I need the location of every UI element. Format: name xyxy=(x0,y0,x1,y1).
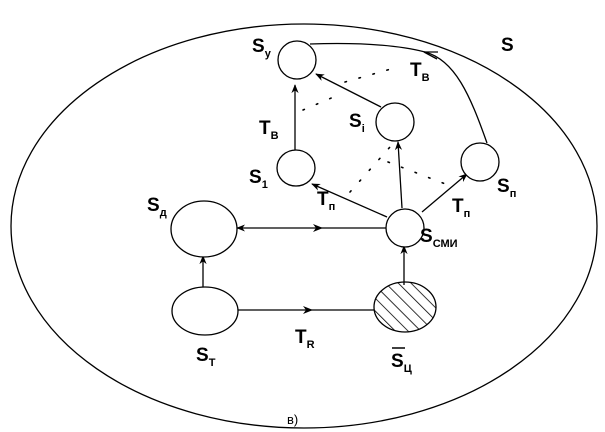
edge-sn-sy-arrowhead xyxy=(423,51,438,60)
edge-ssmi-si xyxy=(394,141,403,209)
edge-si-sy xyxy=(315,73,382,108)
node-s-1 xyxy=(276,149,316,187)
dots-right xyxy=(387,161,449,186)
dots-mid xyxy=(349,137,399,193)
label-s-i: Si xyxy=(349,111,365,135)
label-s-smi: SСМИ xyxy=(420,226,458,250)
label-s-y: Sу xyxy=(252,36,272,60)
label-s-n: Sп xyxy=(497,176,516,200)
edge-ssmi-sn xyxy=(421,173,468,213)
label-t-v-left: ТВ xyxy=(259,118,279,142)
label-t-n-left: Тп xyxy=(317,189,335,213)
edge-ssmi-s1 xyxy=(311,183,388,218)
node-s-y xyxy=(277,40,317,80)
node-s-t xyxy=(171,286,239,336)
node-s-c xyxy=(373,281,437,333)
node-s-smi xyxy=(385,208,425,248)
set-label: S xyxy=(501,35,514,56)
node-s-d xyxy=(170,200,238,258)
node-s-i xyxy=(375,102,415,142)
label-t-n-right: Тп xyxy=(452,196,470,220)
node-s-n xyxy=(460,142,500,182)
label-s-t: SТ xyxy=(196,345,216,369)
label-t-r: ТR xyxy=(295,327,315,351)
universe-ellipse xyxy=(10,23,598,429)
label-s-1: S1 xyxy=(249,167,268,191)
figure-caption: в) xyxy=(287,412,298,427)
dots-mid-left xyxy=(302,95,337,111)
dots-top xyxy=(344,66,399,83)
label-t-v-top: ТВ xyxy=(410,60,430,84)
label-s-d: Sд xyxy=(147,195,167,219)
label-s-c: SЦ xyxy=(391,351,412,375)
